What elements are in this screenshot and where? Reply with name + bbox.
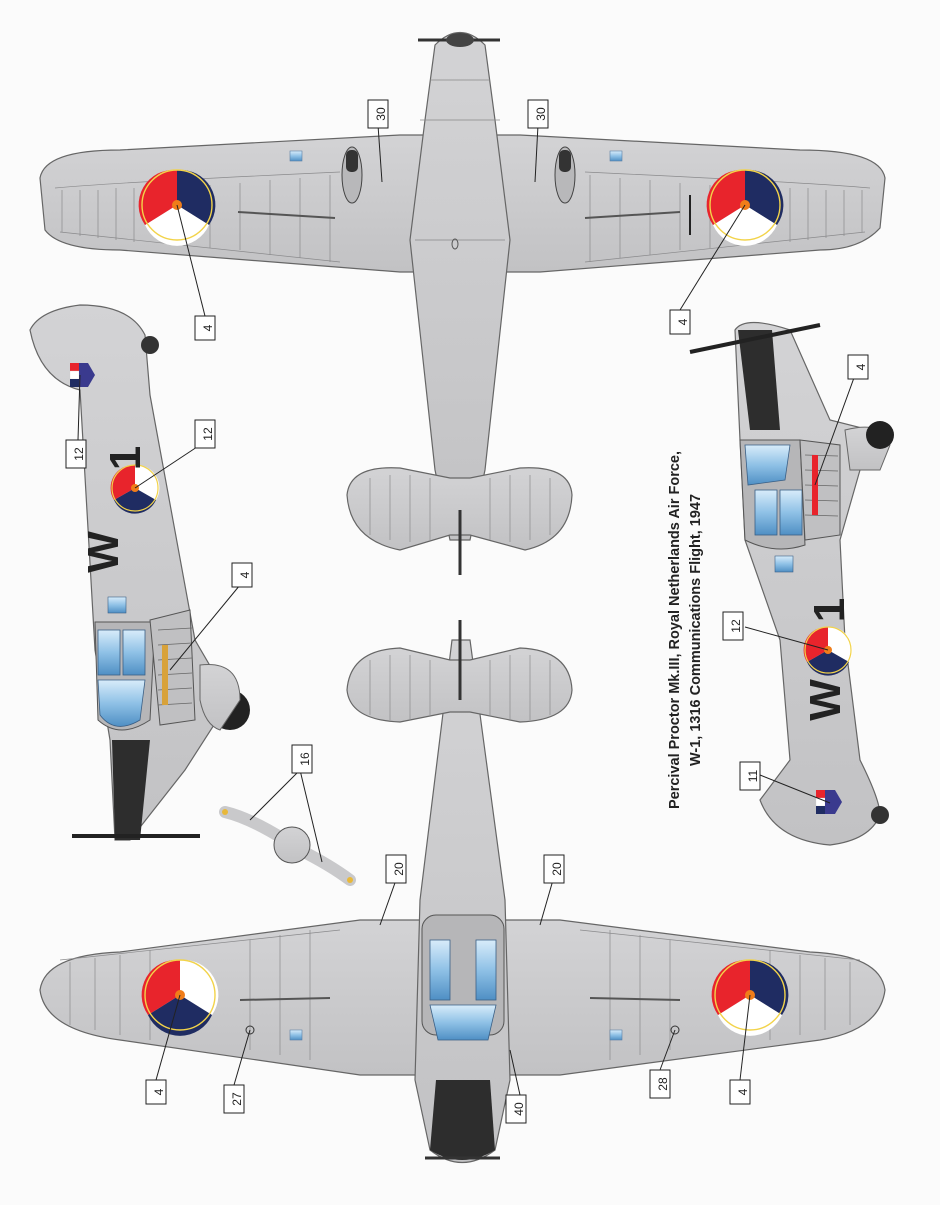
- callout-right-11: 11: [739, 761, 761, 791]
- callout-bottom-28: 28: [649, 1069, 671, 1099]
- propeller-detail: [219, 769, 356, 886]
- svg-text:16: 16: [298, 752, 312, 766]
- top-tailplane: [346, 467, 573, 551]
- top-fuselage: [409, 31, 511, 541]
- callout-bottom-20-left: 20: [385, 854, 407, 884]
- svg-text:20: 20: [550, 862, 564, 876]
- callout-top-left-4: 4: [194, 315, 216, 341]
- bottom-view: [39, 620, 886, 1163]
- svg-text:4: 4: [736, 1088, 750, 1095]
- svg-text:40: 40: [512, 1102, 526, 1116]
- svg-text:27: 27: [230, 1092, 244, 1106]
- roundel-right-side: [803, 626, 853, 676]
- svg-text:4: 4: [152, 1088, 166, 1095]
- caption-line-1: Percival Proctor Mk.III, Royal Netherlan…: [667, 450, 683, 810]
- caption-block: Percival Proctor Mk.III, Royal Netherlan…: [626, 451, 746, 809]
- roundel-top-right: [706, 169, 784, 246]
- svg-text:30: 30: [374, 107, 388, 121]
- callout-top-right-4: 4: [669, 309, 691, 335]
- callout-left-4: 4: [231, 562, 253, 588]
- svg-text:12: 12: [72, 447, 86, 461]
- callout-boxes: 4 4 30 30 12 12 4 16 4 12 11 20 20 4 4 2…: [65, 99, 869, 1124]
- caption-line-2: W-1, 1316 Communications Flight, 1947: [688, 493, 704, 767]
- left-side-view: W 1: [29, 304, 250, 841]
- callout-top-left-30: 30: [367, 99, 389, 129]
- callout-bottom-27: 27: [223, 1084, 245, 1114]
- callout-top-right-30: 30: [527, 99, 549, 129]
- callout-bottom-40: 40: [505, 1094, 527, 1124]
- svg-text:4: 4: [854, 363, 868, 370]
- svg-text:4: 4: [676, 318, 690, 325]
- callout-bottom-4-left: 4: [145, 1079, 167, 1105]
- roundel-bottom-right: [711, 959, 789, 1036]
- left-side-code-number: 1: [101, 446, 150, 470]
- callout-bottom-20-right: 20: [543, 854, 565, 884]
- callout-left-12-flag: 12: [65, 439, 87, 469]
- callout-bottom-4-right: 4: [729, 1079, 751, 1105]
- svg-text:4: 4: [201, 324, 215, 331]
- top-view: [39, 31, 886, 575]
- left-side-code-letter: W: [79, 531, 128, 573]
- svg-text:12: 12: [729, 619, 743, 633]
- svg-text:20: 20: [392, 862, 406, 876]
- svg-text:30: 30: [534, 107, 548, 121]
- callout-right-4: 4: [847, 354, 869, 380]
- caption-text: Percival Proctor Mk.III, Royal Netherlan…: [665, 420, 707, 840]
- svg-text:4: 4: [238, 571, 252, 578]
- roundel-top-left: [138, 169, 216, 246]
- right-side-code-letter: W: [801, 679, 850, 721]
- callout-right-12: 12: [722, 611, 744, 641]
- roundel-left-side: [110, 464, 160, 514]
- callout-prop-16: 16: [291, 744, 313, 774]
- svg-text:28: 28: [656, 1077, 670, 1091]
- right-side-view: W 1: [689, 321, 894, 846]
- right-side-code-number: 1: [805, 598, 854, 622]
- callout-left-12-roundel: 12: [194, 419, 216, 449]
- svg-text:12: 12: [201, 427, 215, 441]
- svg-text:11: 11: [746, 769, 760, 782]
